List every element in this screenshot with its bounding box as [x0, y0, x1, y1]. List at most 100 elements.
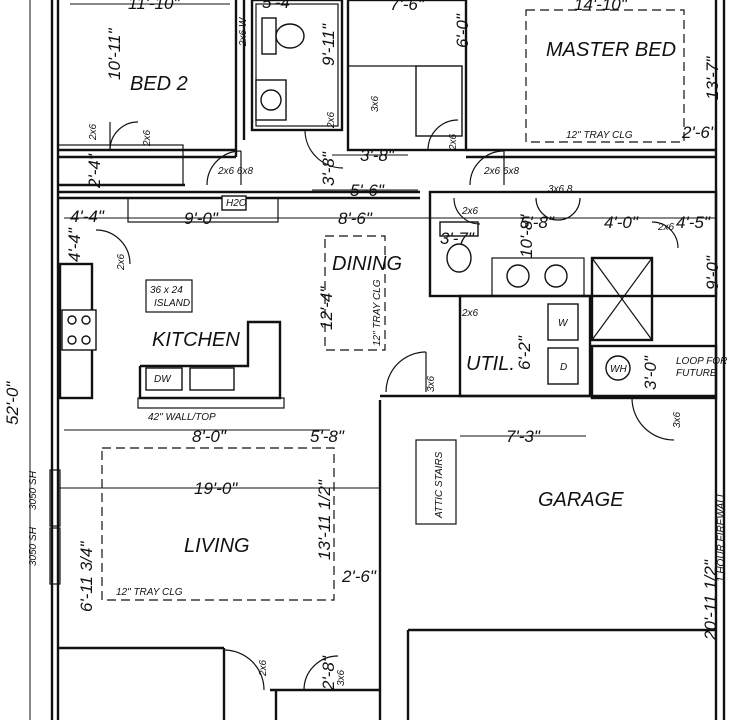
bath2-walls: [428, 190, 718, 342]
dim-kitchen-9-0: 9'-0": [184, 209, 219, 228]
dim-dining-12-4: 12'-4": [317, 286, 336, 330]
note-dining-tray: 12" TRAY CLG: [372, 279, 383, 346]
dim-bed2-height: 10'-11": [105, 28, 124, 80]
util-doors: [385, 351, 675, 441]
door-tag-util: 3x6: [426, 375, 437, 392]
shower: [590, 256, 654, 342]
pantry-door: [95, 229, 131, 265]
door-tag-top-6x8: 3x6 8: [548, 184, 573, 195]
note-firewall: 1 HOUR FIREWALL: [716, 492, 727, 582]
dim-bed2-top: 11'-10": [128, 0, 180, 13]
dim-kitchen-8-0: 8'-0": [192, 427, 227, 446]
dim-bath-height: 9'-11": [319, 23, 338, 66]
dim-bath2-4-0: 4'-0": [604, 213, 639, 232]
dim-master-height: 13'-7": [703, 56, 722, 100]
dim-kitchen-4-4: 4'-4": [70, 207, 105, 226]
note-window-2: 3050 SH: [28, 526, 39, 566]
dim-hall-3-8: 3'-8": [360, 146, 395, 165]
dim-living-6-11: 6'-11 3/4": [77, 541, 96, 612]
bottom-doors: [223, 649, 339, 691]
master-tray-ceiling: [525, 9, 685, 143]
water-heater: [605, 355, 631, 381]
dim-hall-closet: 7'-6": [390, 0, 425, 14]
dim-hall-5-6: 5'-6": [350, 181, 385, 200]
hall-closet: [346, 0, 468, 152]
door-tag-master-closet: 2x6: [448, 133, 459, 151]
loop-label-1: LOOP FOR: [676, 356, 727, 367]
dim-bath2-3-7: 3'-7": [440, 229, 475, 248]
room-label-living: LIVING: [184, 535, 250, 557]
hall-bath-walls: [250, 0, 344, 132]
island-label-1: 36 x 24: [150, 285, 183, 296]
dim-bottom-2-8: 2'-8": [319, 655, 338, 691]
note-master-tray: 12" TRAY CLG: [566, 130, 633, 141]
island-label-2: ISLAND: [154, 298, 190, 309]
door-tag-bed2-closet: 2x6: [88, 123, 99, 141]
loop-label-2: FUTURE: [676, 368, 717, 379]
attic-stairs-label: ATTIC STAIRS: [434, 451, 445, 519]
dim-living-13-11: 13'-11 1/2": [315, 479, 334, 560]
room-label-bed2: BED 2: [130, 73, 188, 95]
note-living-tray: 12" TRAY CLG: [116, 587, 183, 598]
master-closet-door: [427, 119, 459, 151]
dim-overall-left: 52'-0": [3, 381, 22, 425]
washer-label: W: [558, 318, 569, 329]
master-walls: [466, 9, 716, 159]
laundry-walls: [458, 294, 718, 400]
dim-living-19-0: 19'-0": [194, 479, 238, 498]
dryer-label: D: [560, 362, 567, 373]
dishwasher: [145, 367, 183, 391]
room-label-util: UTIL.: [466, 353, 515, 375]
dim-hall-6-0: 6'-0": [453, 13, 472, 48]
dim-master-2-6: 2'-6": [681, 123, 717, 142]
door-tag-laundry: 2x6: [461, 308, 479, 319]
garage-walls: [378, 394, 716, 720]
door-tag-bed2-closet2: 2x6: [142, 129, 153, 147]
dim-master-width: 14'-10": [574, 0, 628, 14]
door-tag-hall-1: 2x6 6x8: [217, 166, 253, 177]
dim-shower-9-0: 9'-0": [703, 255, 722, 290]
cooktop: [61, 309, 97, 351]
wh-label: WH: [610, 364, 627, 375]
island: [145, 279, 193, 313]
bed2-walls: [57, 0, 246, 187]
bath2-toilet-bowl: [446, 243, 472, 273]
dim-bath2-10-8: 10'-8": [517, 214, 536, 258]
note-window-1: 3050 SH: [28, 470, 39, 510]
door-tag-pantry: 2x6: [116, 253, 127, 271]
note-wall-top: 42" WALL/TOP: [148, 412, 216, 423]
living-windows: [49, 469, 61, 585]
dw-label: DW: [154, 374, 172, 385]
dim-living-2-6: 2'-6": [341, 567, 377, 586]
door-tag-bottom-2: 3x6: [336, 669, 347, 686]
dim-hall-3-8v: 3'-8": [319, 151, 338, 186]
hall-bath-door: [304, 129, 344, 169]
dim-master-4-5: 4'-5": [676, 213, 711, 232]
dryer: [547, 347, 579, 385]
kitchen-sink: [189, 367, 235, 391]
door-tag-bath2: 3x6: [370, 95, 381, 112]
dim-hall-2-4: 2'-4": [85, 153, 104, 189]
dining-tray-ceiling: [324, 235, 386, 351]
hall-door-left: [206, 150, 242, 186]
toilet-bowl: [275, 23, 305, 49]
door-tag-bottom-1: 2x6: [258, 659, 269, 677]
washer: [547, 303, 579, 341]
closet-label: 2x6 W: [238, 16, 249, 47]
bottom-walls: [58, 646, 380, 720]
dim-garage-20-11: 20'-11 1/2": [701, 559, 720, 641]
attic-stairs: [415, 439, 457, 525]
kitchen-walls: [58, 190, 420, 409]
bath2-door: [453, 197, 679, 249]
h2o-box: [221, 195, 247, 211]
living-tray-ceiling: [101, 447, 335, 601]
dim-kitchen-4-4v: 4'-4": [65, 227, 84, 262]
room-label-garage: GARAGE: [538, 489, 624, 511]
sink-right: [544, 264, 568, 288]
dim-garage-7-3: 7'-3": [506, 427, 541, 446]
toilet-tank: [261, 17, 277, 55]
door-tag-bath2-b: 2x6: [657, 222, 675, 233]
door-tag-garage: 3x6: [672, 411, 683, 428]
